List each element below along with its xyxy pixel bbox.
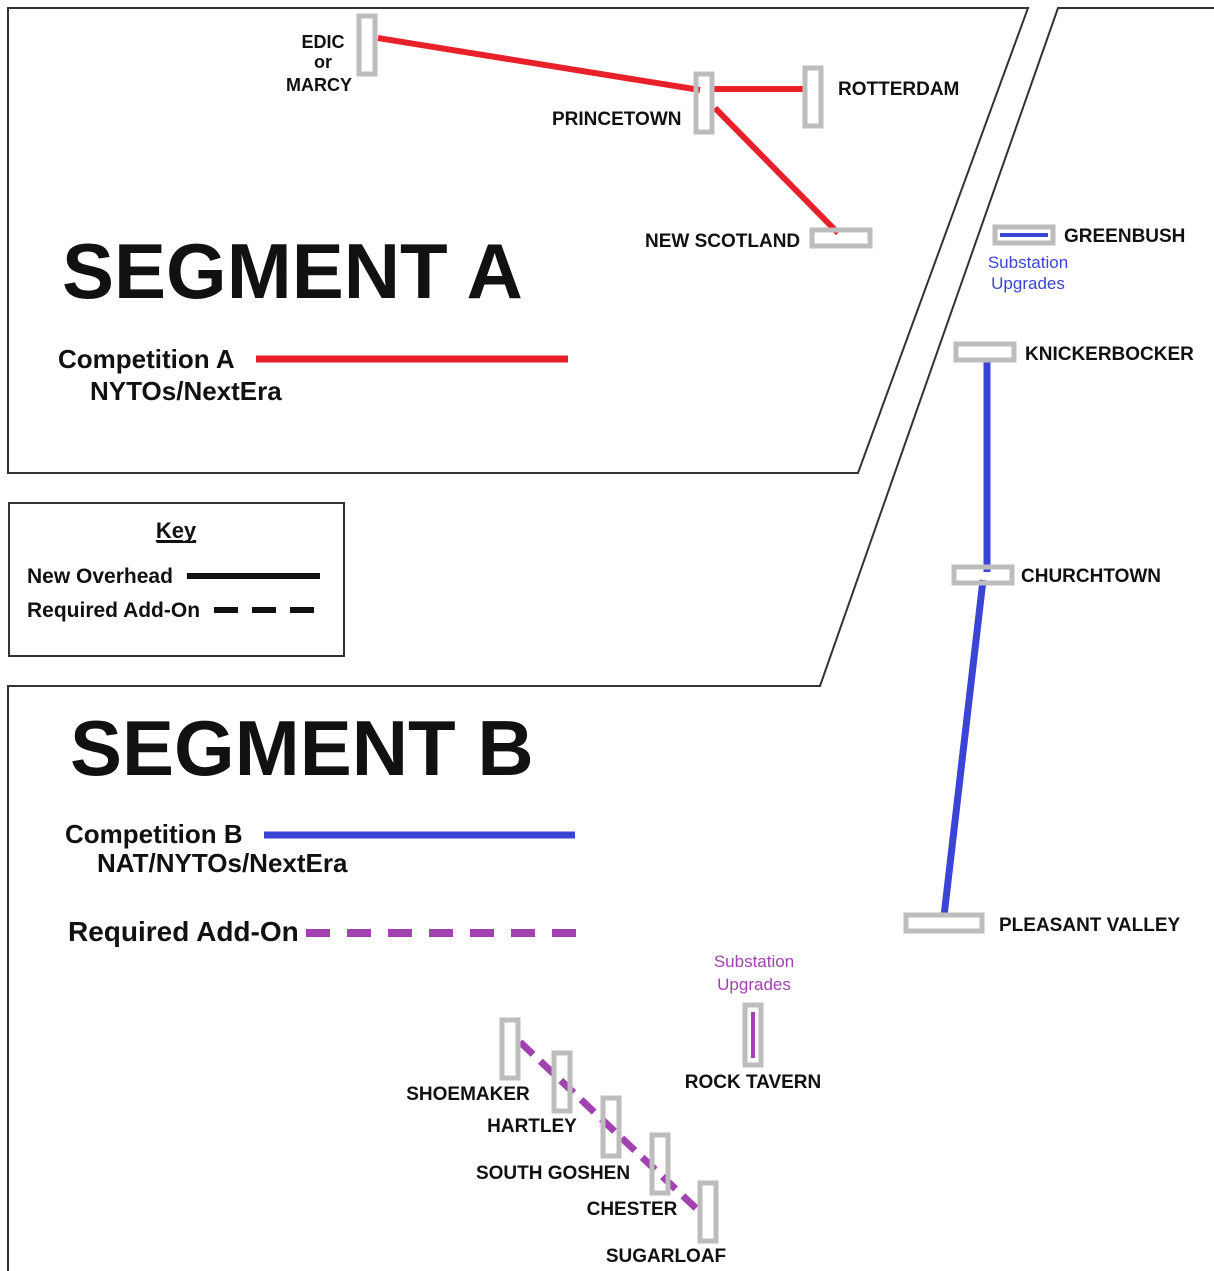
- station-rotterdam-label: ROTTERDAM: [838, 79, 959, 100]
- competition-b-label: Competition B: [65, 819, 243, 849]
- segment-a-title: SEGMENT A: [62, 227, 523, 315]
- station-hartley-label: HARTLEY: [487, 1116, 577, 1137]
- station-rotterdam: [802, 65, 824, 129]
- competition-a-parties: NYTOs/NextEra: [90, 376, 282, 406]
- station-edic: [356, 13, 378, 77]
- greenbush-note-2: Upgrades: [991, 274, 1065, 293]
- greenbush-note-1: Substation: [988, 253, 1068, 272]
- competition-a-label: Competition A: [58, 344, 235, 374]
- station-south-goshen-label: SOUTH GOSHEN: [476, 1163, 630, 1184]
- station-new-scotland: [809, 227, 873, 249]
- segment-b-title: SEGMENT B: [70, 704, 534, 792]
- station-rock-tavern-label: ROCK TAVERN: [685, 1072, 822, 1093]
- rock-tavern-note-2: Upgrades: [717, 975, 791, 994]
- key-box: [8, 502, 345, 657]
- station-knickerbocker: [953, 341, 1017, 363]
- station-chester: [649, 1132, 671, 1196]
- key-required-addon-label: Required Add-On: [27, 599, 200, 622]
- segment-b-panel: [7, 7, 1214, 1271]
- station-edic-label-1: EDIC: [301, 32, 344, 52]
- station-sugarloaf: [697, 1180, 719, 1244]
- station-shoemaker: [499, 1017, 521, 1081]
- station-rock-tavern: [742, 1002, 764, 1068]
- station-princetown: [693, 71, 715, 135]
- station-churchtown: [951, 564, 1015, 586]
- station-churchtown-label: CHURCHTOWN: [1021, 566, 1161, 587]
- station-pleasant-valley-label: PLEASANT VALLEY: [999, 915, 1181, 936]
- station-south-goshen: [600, 1095, 622, 1159]
- station-new-scotland-label: NEW SCOTLAND: [645, 231, 800, 252]
- addon-legend-label: Required Add-On: [68, 916, 299, 947]
- station-chester-label: CHESTER: [587, 1199, 678, 1220]
- station-greenbush: [992, 224, 1056, 246]
- station-greenbush-label: GREENBUSH: [1064, 226, 1185, 247]
- station-hartley: [551, 1050, 573, 1114]
- station-knickerbocker-label: KNICKERBOCKER: [1025, 344, 1194, 365]
- line-edic-princetown: [377, 35, 701, 93]
- rock-tavern-note-1: Substation: [714, 952, 794, 971]
- line-churchtown-pleasant-valley: [940, 579, 987, 917]
- station-edic-label-3: MARCY: [286, 75, 352, 95]
- key-new-overhead-label: New Overhead: [27, 565, 173, 588]
- station-edic-label-2: or: [314, 52, 332, 72]
- station-sugarloaf-label: SUGARLOAF: [606, 1246, 726, 1267]
- station-pleasant-valley: [903, 912, 985, 934]
- station-shoemaker-label: SHOEMAKER: [406, 1084, 530, 1105]
- station-princetown-label: PRINCETOWN: [552, 109, 681, 130]
- line-princetown-new-scotland: [712, 105, 841, 236]
- segment-a-panel: [7, 7, 1030, 474]
- key-title: Key: [156, 518, 197, 543]
- competition-b-parties: NAT/NYTOs/NextEra: [97, 848, 348, 878]
